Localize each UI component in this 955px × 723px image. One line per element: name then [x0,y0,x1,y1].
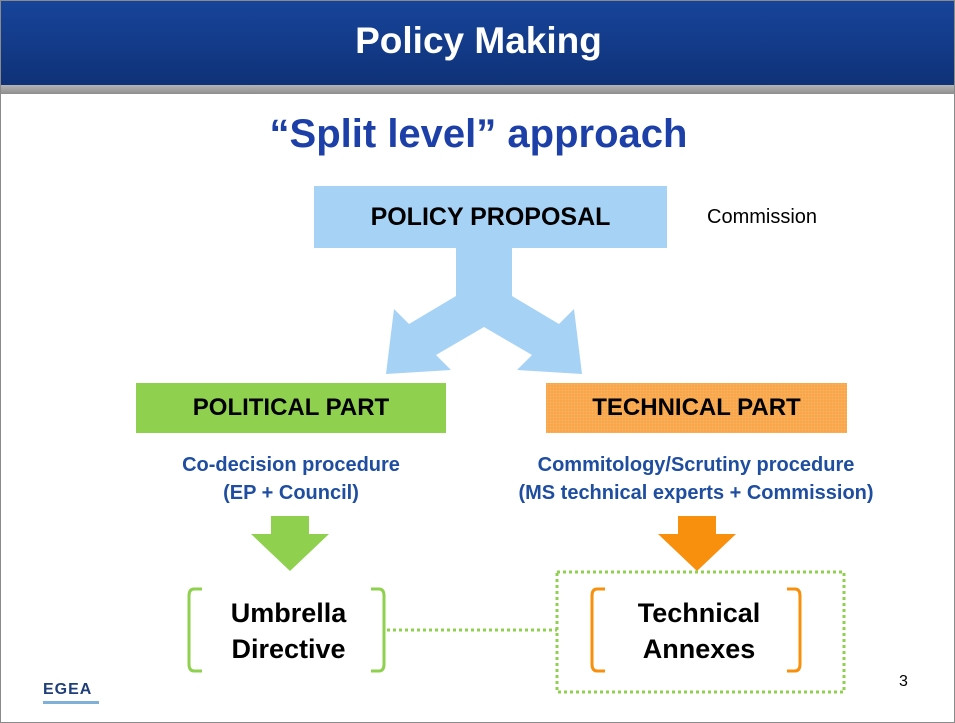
egea-logo: EGEA [43,681,93,698]
political-part-label: POLITICAL PART [192,394,390,421]
political-procedure-line2: (EP + Council) [223,482,359,504]
header-divider [1,85,954,94]
political-part-box: POLITICAL PART [136,383,446,433]
technical-part-box: TECHNICAL PART [546,383,847,433]
umbrella-directive-line2: Directive [231,634,346,664]
green-down-arrow-icon [251,516,329,571]
egea-logo-underline [43,701,99,704]
policy-proposal-box: POLICY PROPOSAL [314,186,667,248]
technical-procedure: Commitology/Scrutiny procedure (MS techn… [441,451,951,507]
technical-annexes-line2: Annexes [642,634,756,664]
split-arrow-icon [386,246,582,374]
header-bar [1,1,954,85]
umbrella-directive-brackets [187,587,386,673]
technical-part-label: TECHNICAL PART [592,394,801,421]
page-number: 3 [899,673,908,690]
slide-subtitle: “Split level” approach [269,112,688,156]
technical-procedure-line1: Commitology/Scrutiny procedure [537,454,855,476]
technical-annexes-label: Technical Annexes [593,595,805,667]
umbrella-directive-line1: Umbrella [230,598,347,628]
technical-annexes-line1: Technical [637,598,761,628]
commission-label: Commission [707,206,818,228]
policy-proposal-label: POLICY PROPOSAL [370,202,611,231]
political-procedure: Co-decision procedure (EP + Council) [101,451,481,507]
umbrella-directive-label: Umbrella Directive [191,595,386,667]
political-procedure-line1: Co-decision procedure [182,454,400,476]
technical-procedure-line2: (MS technical experts + Commission) [518,482,874,504]
orange-down-arrow-icon [658,516,736,571]
page-title: Policy Making [355,20,602,61]
technical-annexes-brackets [590,587,802,673]
